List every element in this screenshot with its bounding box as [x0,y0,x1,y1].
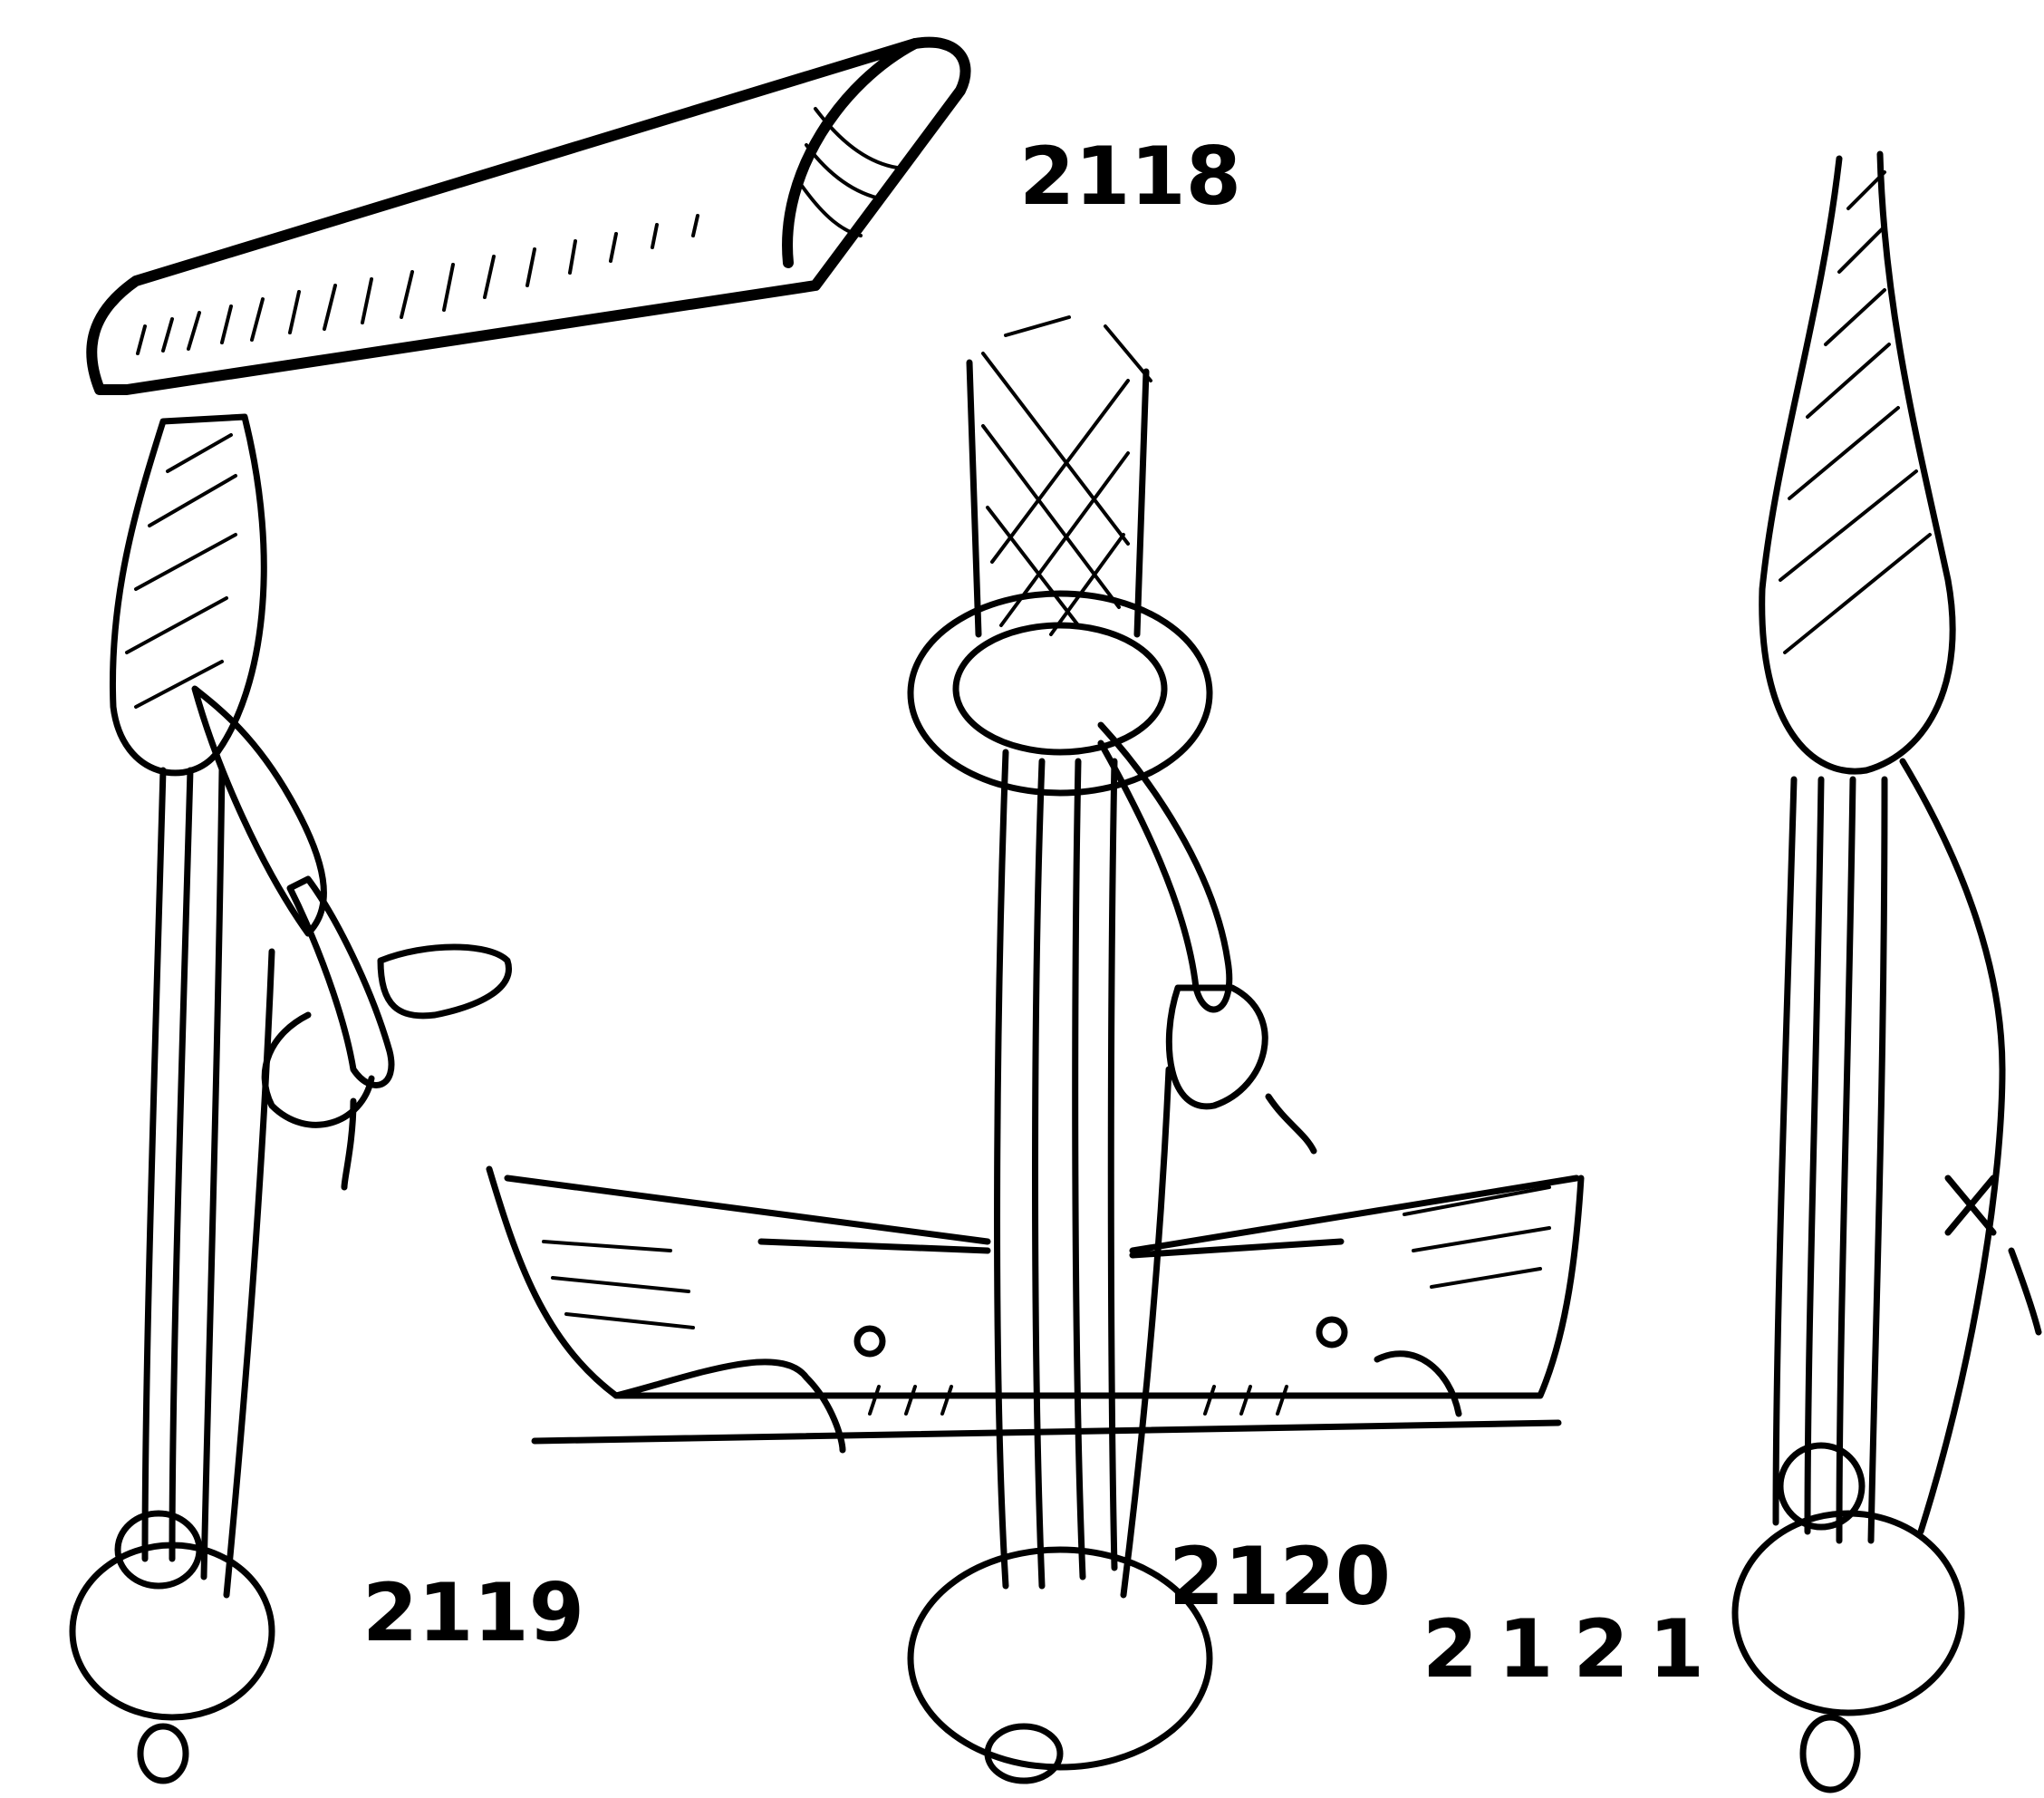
figure-label-2119: 2119 [362,1566,584,1659]
figure-label-2121: 2121 [1422,1602,1724,1696]
spar-drawing [92,43,965,390]
figure-label-2120: 2120 [1169,1530,1391,1623]
sling-2121-drawing [1735,154,2039,1790]
figure-label-2118: 2118 [1019,130,1241,223]
